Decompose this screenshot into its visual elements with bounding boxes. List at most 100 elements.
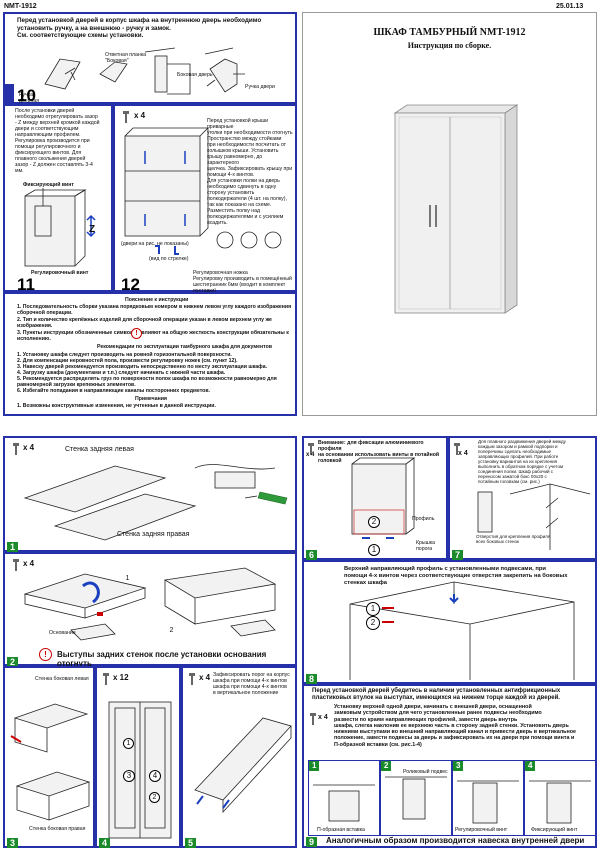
step-8-text: Верхний направляющий профиль с установле…	[344, 566, 568, 586]
sub-2-label: Роликовый подвес	[403, 769, 448, 775]
step-7-illustration	[477, 483, 591, 550]
note-item-1: 1. Возможны конструктивные изменения, не…	[17, 403, 216, 409]
step-3-illustration	[10, 703, 91, 821]
step-9-text: Установку верхней одной двери, начинать …	[334, 704, 577, 748]
step-6-number: 6	[306, 550, 318, 560]
step-6-note: Внимание: для фиксации алюминиевого проф…	[318, 440, 440, 464]
sub-2: 2 Роликовый подвес	[380, 760, 452, 836]
note-title: Примечания	[135, 396, 167, 402]
step-10-number: 10	[17, 86, 36, 105]
step-12-leg: Регулировочная ножка Регулировку произво…	[193, 270, 292, 294]
step-4-mark-1: 1	[123, 738, 134, 749]
step-6-qty: x 4	[306, 452, 315, 458]
step-7-panel: x 4 Для плавного раздвижения дверей межд…	[448, 436, 597, 560]
sub-2-number: 2	[381, 761, 392, 771]
step-12-illustration	[124, 127, 282, 255]
sub-3-label: Регулировочный винт	[455, 827, 508, 833]
sub-4-number: 4	[525, 761, 536, 771]
notes-title: Пояснение к инструкции	[125, 297, 189, 303]
step-9-qty: x 4	[318, 714, 328, 721]
screw-icon	[308, 443, 314, 455]
step-6-panel: x 4 Внимание: для фиксации алюминиевого …	[302, 436, 448, 560]
screw-icon	[13, 443, 19, 455]
sub-4: 4 Фиксирующий винт	[524, 760, 596, 836]
step-11-illustration	[24, 188, 96, 267]
step-2-warning: Выступы задних стенок после установки ос…	[57, 650, 267, 668]
sub-4-label: Фиксирующий винт	[531, 827, 578, 833]
screw-icon	[123, 111, 129, 123]
notes-item-3: 3. Пункты инструкции обозначенные символ…	[17, 330, 289, 342]
step-2-illustration	[23, 567, 277, 641]
doc-title: ШКАФ ТАМБУРНЫЙ NMT-1912	[373, 27, 526, 38]
step-1-qty: x 4	[23, 443, 35, 452]
model-code: NMT-1912	[4, 3, 37, 10]
step-12-label-doors: (двери на рис. не показаны)	[121, 241, 189, 247]
step-4-mark-3: 3	[123, 770, 135, 782]
step-6-mark-1: 1	[368, 544, 380, 556]
step-8-mark-1: 1	[366, 602, 380, 616]
step-1-illustration	[23, 464, 288, 541]
step-12-text: Перед установкой крыши приварные уголки …	[207, 118, 293, 226]
step-10-illustration	[44, 47, 245, 95]
sub-1-number: 1	[309, 761, 320, 771]
sub-3: 3 Регулировочный винт	[452, 760, 524, 836]
step-10-label-door: Боковая дверь	[177, 72, 213, 78]
step-9-footer: Аналогичным образом производится навеска…	[326, 836, 585, 845]
step-3-label-top: Стенка боковая левая	[35, 676, 89, 682]
step-11-z: Z	[89, 224, 96, 235]
step-8-number: 8	[306, 674, 318, 684]
step-3-label-bottom: Стенка боковая правая	[29, 826, 86, 832]
warning-icon: !	[39, 648, 52, 661]
step-5-panel: x 4 Зафиксировать порог на корпус шкафа …	[181, 666, 297, 848]
step-12-label-arrow: (вид по стрелке)	[149, 256, 189, 262]
rec-item-1: 1. Установку шкафа следует производить н…	[17, 352, 232, 358]
step-10-label-door-handle: Ручка двери	[245, 84, 275, 90]
step-4-panel: x 12 1 2 3 4 4	[95, 666, 181, 848]
rec-item-4: 4. Загрузку шкафа (документами и т.п.) с…	[17, 370, 226, 376]
step-8-mark-2: 2	[366, 616, 380, 630]
step-9-number: 9	[306, 837, 318, 847]
notes-item-1: 1. Последовательность сборки указана пор…	[17, 304, 292, 316]
rec-title: Рекомендации по эксплуатации тамбурного …	[97, 344, 273, 350]
step-8-panel: Верхний направляющий профиль с установле…	[302, 560, 597, 684]
step-3-number: 3	[7, 838, 19, 848]
step-5-text: Зафиксировать порог на корпус шкафа при …	[213, 672, 290, 696]
notes-panel: Пояснение к инструкции 1. Последовательн…	[3, 292, 297, 416]
rec-item-6: 6. Избегайте попадания в направляющие ка…	[17, 388, 210, 394]
step-7-number: 7	[452, 550, 464, 560]
screw-icon	[103, 673, 109, 685]
doc-date: 25.01.13	[556, 3, 584, 10]
step-2-mark-2: 2	[169, 627, 174, 634]
cabinet-illustration	[393, 104, 519, 314]
step-6-label-threshold: Крышка порога	[416, 540, 436, 552]
step-3-panel: Стенка боковая левая Стенка боковая прав…	[3, 666, 95, 848]
step-4-qty: x 12	[113, 673, 129, 682]
step-12-panel: x 4 Перед установкой крыши приварные уго…	[113, 104, 297, 294]
step-11-number: 11	[17, 275, 35, 294]
step-5-qty: x 4	[199, 673, 211, 682]
step-12-number: 12	[121, 275, 140, 294]
step-2-panel: x 4 1 2 Основание ! Выступы задних стено…	[3, 552, 297, 668]
doc-subtitle: Инструкция по сборке.	[407, 41, 492, 50]
step-1-label-right: Стенка задняя правая	[117, 531, 190, 538]
step-5-number: 5	[185, 838, 197, 848]
step-5-illustration	[194, 717, 292, 814]
step-11-label-fix: Фиксирующий винт	[23, 182, 74, 188]
step-9-subfigures: 1 П-образная вставка 2 Роликовый подвес …	[308, 760, 596, 836]
step-12-qty: x 4	[134, 111, 146, 120]
screw-icon	[13, 559, 19, 571]
step-6-mark-2: 2	[368, 516, 380, 528]
step-7-qty: x 4	[458, 450, 468, 457]
step-9-intro: Перед установкой дверей убедитесь в нали…	[312, 688, 561, 701]
step-1-panel: x 4 Стенка задняя левая Стенка задняя пр…	[3, 436, 297, 552]
step-2-number: 2	[7, 657, 19, 667]
step-10-label-plate: Ответная планка "Боковая"	[105, 52, 147, 64]
step-1-label-left: Стенка задняя левая	[65, 446, 134, 453]
warning-icon: !	[131, 328, 142, 339]
sub-1-label: П-образная вставка	[317, 827, 365, 833]
step-4-mark-4: 4	[149, 770, 161, 782]
step-7-note: Для плавного раздвижения дверей между ка…	[478, 439, 566, 484]
sub-1: 1 П-образная вставка	[308, 760, 380, 836]
rec-item-3: 3. Навеску дверей рекомендуется производ…	[17, 364, 268, 370]
step-2-qty: x 4	[23, 559, 35, 568]
